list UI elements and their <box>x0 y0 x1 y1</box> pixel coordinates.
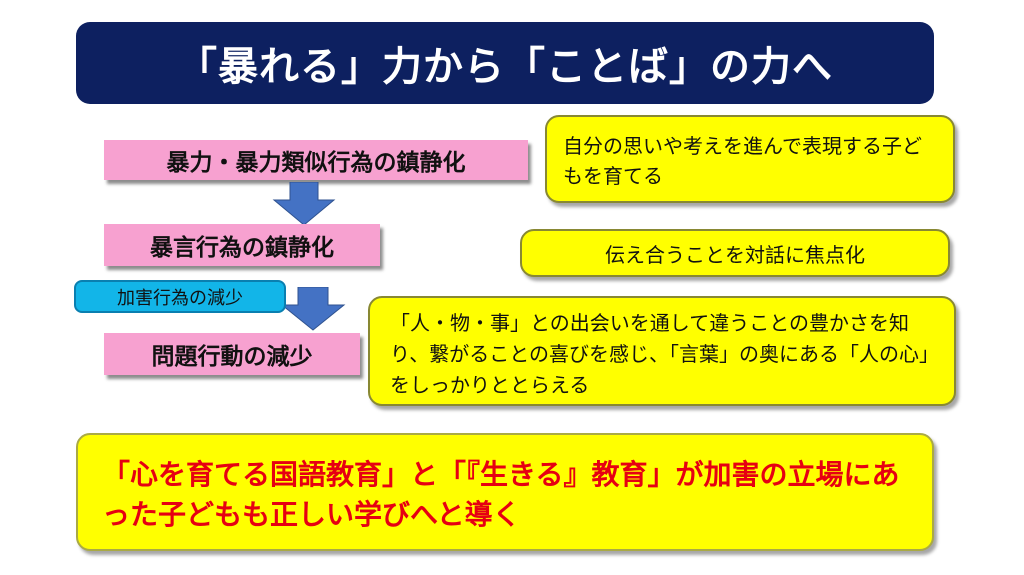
note-dialogue-focus: 伝え合うことを対話に焦点化 <box>520 229 950 277</box>
flow-step-problem-behavior-reduction: 問題行動の減少 <box>104 333 360 375</box>
note-self-expression: 自分の思いや考えを進んで表現する子どもを育てる <box>545 115 955 203</box>
down-arrow-2 <box>280 287 346 331</box>
down-arrow-1 <box>272 182 336 226</box>
conclusion-box: 「心を育てる国語教育」と「『生きる』教育」が加害の立場にあった子どもも正しい学び… <box>76 433 934 551</box>
flow-step-violence-calming: 暴力・暴力類似行為の鎮静化 <box>104 140 528 180</box>
slide-title: 「暴れる」力から「ことば」の力へ <box>76 22 934 104</box>
note-encounters: 「人・物・事」との出会いを通して違うことの豊かさを知り、繋がることの喜びを感じ、… <box>368 296 956 406</box>
flow-step-verbal-abuse-calming: 暴言行為の鎮静化 <box>104 224 380 266</box>
side-note-harm-reduction: 加害行為の減少 <box>74 280 286 313</box>
